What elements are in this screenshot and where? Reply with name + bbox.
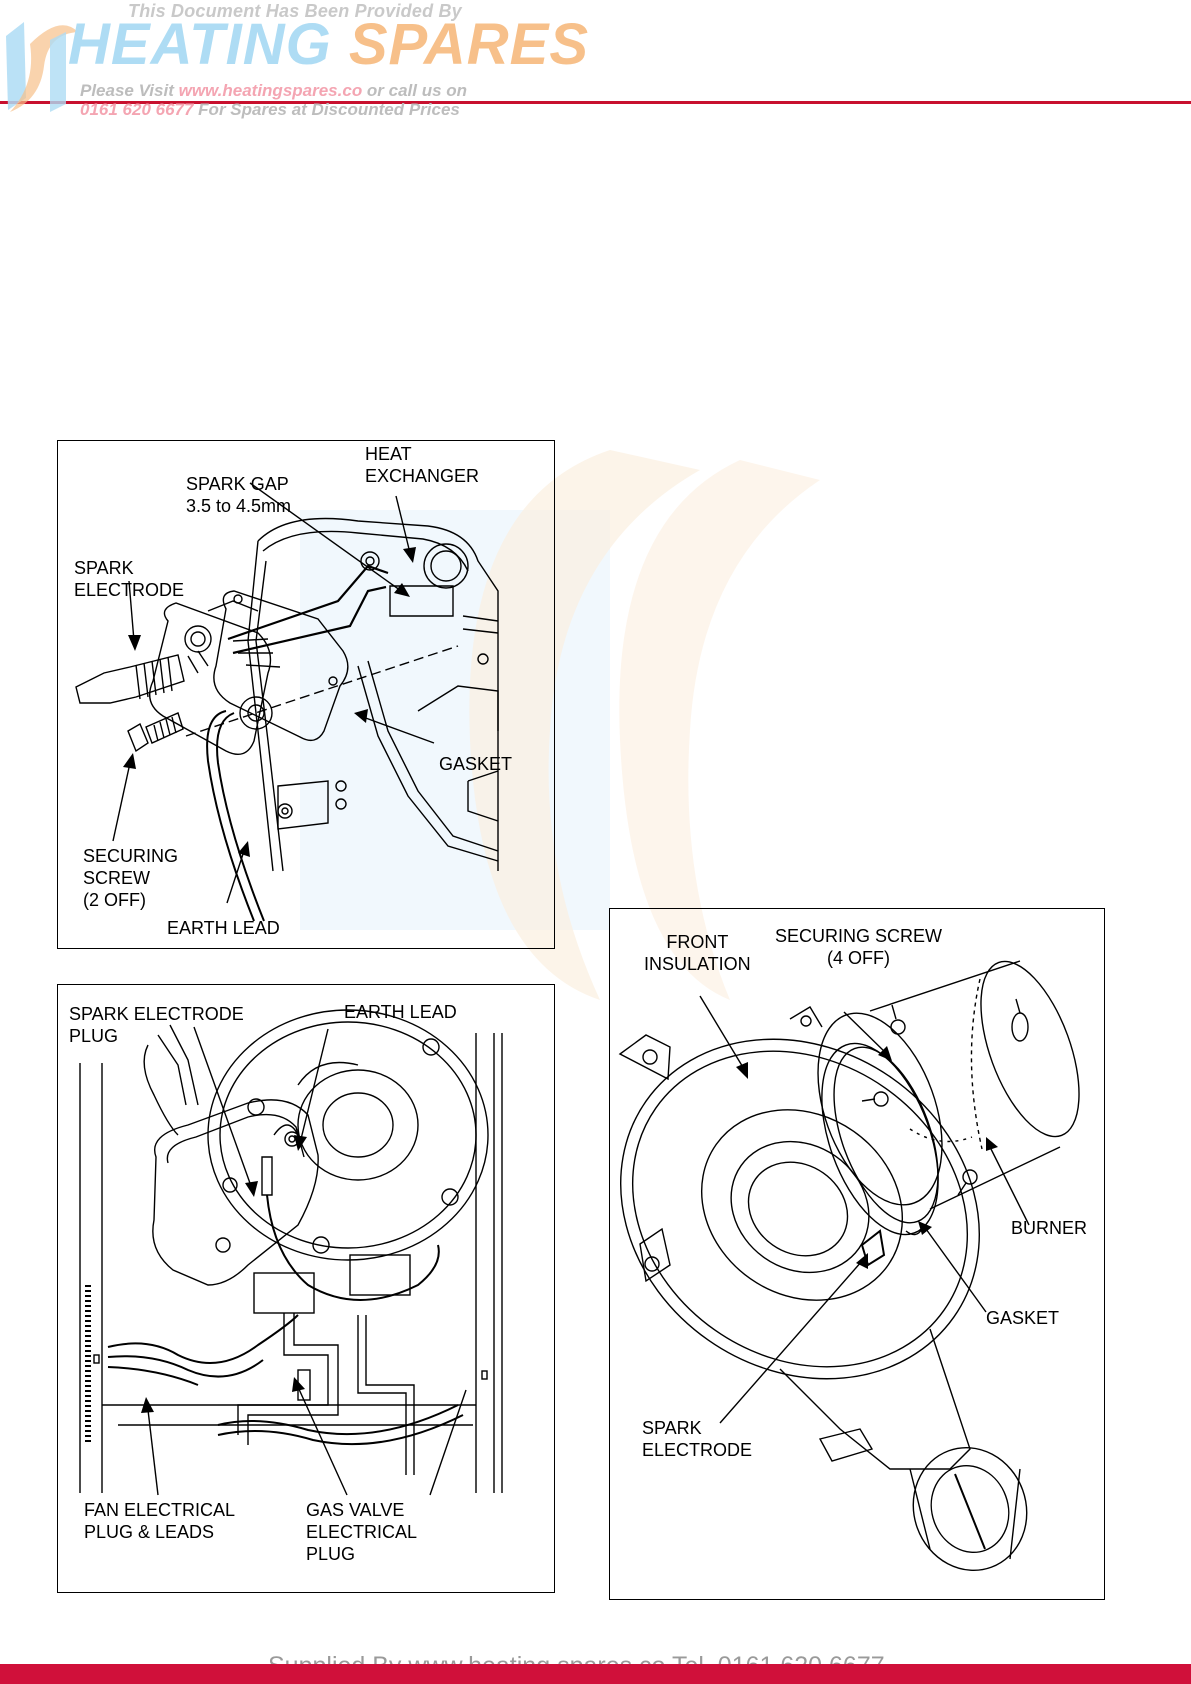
figure-spark-electrode-removal: HEAT EXCHANGER SPARK GAP 3.5 to 4.5mm SP… (57, 440, 555, 949)
watermark-brand-part1: HEATING (68, 12, 332, 77)
spark-electrode-drawing (75, 482, 499, 922)
watermark-visit-text: Please Visit (80, 81, 179, 100)
watermark-brand: HEATING SPARES (68, 12, 589, 78)
label-fan-electrical: FAN ELECTRICAL PLUG & LEADS (84, 1500, 236, 1542)
label-earth-lead: EARTH LEAD (344, 1002, 457, 1022)
boiler-interior-drawing (79, 1009, 503, 1496)
label-heat-exchanger: HEAT EXCHANGER (365, 444, 480, 486)
label-gasket: GASKET (439, 754, 513, 774)
label-earth-lead: EARTH LEAD (167, 918, 280, 938)
figure-boiler-interior: SPARK ELECTRODE PLUG EARTH LEAD FAN ELEC… (57, 984, 555, 1593)
label-spark-gap: SPARK GAP 3.5 to 4.5mm (186, 474, 292, 516)
label-gas-valve: GAS VALVE ELECTRICAL PLUG (306, 1500, 418, 1564)
watermark-phone: 0161 620 6677 (80, 100, 194, 119)
burner-removal-drawing (618, 960, 1080, 1572)
footer-bar (0, 1664, 1191, 1684)
watermark-phone-line: 0161 620 6677 For Spares at Discounted P… (80, 100, 460, 120)
label-spark-electrode-plug: SPARK ELECTRODE PLUG (69, 1004, 244, 1046)
label-front-insulation: FRONT INSULATION (644, 932, 751, 974)
figure-burner-removal: FRONT INSULATION SECURING SCREW (4 OFF) … (609, 908, 1105, 1600)
watermark-brand-part2: SPARES (348, 12, 590, 77)
watermark-visit-line: Please Visit www.heatingspares.co or cal… (80, 81, 467, 101)
watermark-prices-text: For Spares at Discounted Prices (193, 100, 460, 119)
label-securing-screw: SECURING SCREW (4 OFF) (775, 926, 943, 968)
watermark-url-link[interactable]: www.heatingspares.co (178, 81, 363, 100)
label-spark-electrode: SPARK ELECTRODE (74, 558, 185, 600)
background-watermark-icon (300, 450, 820, 1000)
watermark-call-text: or call us on (362, 81, 468, 100)
label-spark-electrode: SPARK ELECTRODE (642, 1418, 753, 1460)
label-securing-screw: SECURING SCREW (2 OFF) (83, 846, 179, 910)
heating-spares-logo-icon (6, 22, 78, 112)
watermark-top-line: This Document Has Been Provided By (128, 1, 462, 21)
label-gasket: GASKET (986, 1308, 1060, 1328)
label-burner: BURNER (1011, 1218, 1088, 1238)
header-rule (0, 101, 1191, 104)
